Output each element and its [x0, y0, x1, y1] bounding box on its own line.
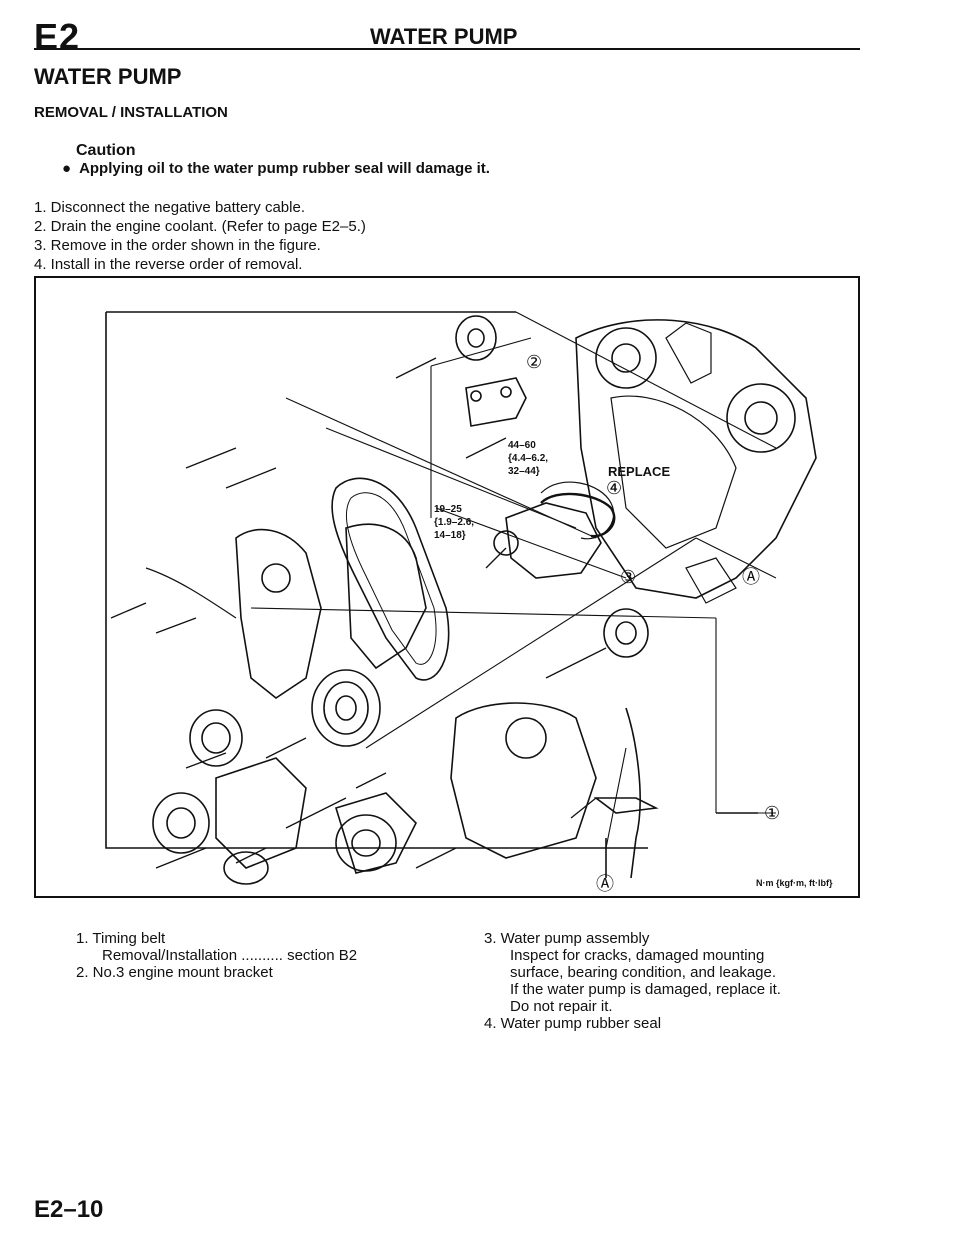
timing-belt-cover-center	[345, 523, 427, 670]
replace-label: REPLACE	[608, 464, 670, 479]
tensioner-pulley	[334, 792, 417, 874]
camshaft-pulley-right	[726, 383, 796, 453]
torque-1-line-3: 32–44}	[508, 466, 540, 477]
idler-pulley-upper	[455, 315, 649, 658]
section-code: E2	[34, 16, 81, 57]
caution-heading: Caution	[76, 142, 136, 159]
torque-2-line-1: 19–25	[434, 504, 462, 515]
step-4: 4. Install in the reverse order of remov…	[34, 256, 303, 273]
timing-belt-cover-left	[235, 528, 322, 699]
callout-3: ③	[620, 567, 636, 587]
procedure-steps: 1. Disconnect the negative battery cable…	[34, 198, 366, 274]
legend-left: 1. Timing belt Removal/Installation ....…	[76, 930, 357, 981]
exploded-view-figure: ① ② ③ ④ Ⓐ Ⓐ REPLACE 44–60 {4.4–6.2, 32–4…	[34, 276, 860, 898]
caution-text: Applying oil to the water pump rubber se…	[79, 160, 490, 177]
legend-right: 3. Water pump assembly Inspect for crack…	[484, 930, 781, 1032]
engine-exploded-diagram: ① ② ③ ④ Ⓐ Ⓐ REPLACE 44–60 {4.4–6.2, 32–4…	[105, 311, 833, 894]
leader-lines	[250, 311, 777, 849]
legend-item-3-line-2: surface, bearing condition, and leakage.	[510, 964, 777, 981]
page-title: WATER PUMP	[34, 64, 182, 89]
wiring-harness	[145, 567, 237, 619]
caution-item: ● Applying oil to the water pump rubber …	[62, 160, 490, 177]
callout-4: ④	[606, 478, 622, 498]
callout-1: ①	[764, 803, 780, 823]
step-2: 2. Drain the engine coolant. (Refer to p…	[34, 218, 366, 235]
bullet-icon: ●	[62, 160, 72, 177]
camshaft-pulley-left	[595, 327, 657, 389]
timing-belt-cover-right	[450, 702, 597, 859]
legend-item-3-line-4: Do not repair it.	[510, 998, 613, 1015]
page-number: E2–10	[34, 1196, 104, 1223]
legend-item-1-sub: Removal/Installation .......... section …	[102, 947, 358, 964]
engine-mount-bracket	[465, 377, 527, 427]
torque-2-line-3: 14–18}	[434, 530, 466, 541]
legend-item-4: 4. Water pump rubber seal	[484, 1015, 662, 1032]
legend-item-1: 1. Timing belt	[76, 930, 166, 947]
procedure-subtitle: REMOVAL / INSTALLATION	[34, 104, 228, 121]
torque-1-line-1: 44–60	[508, 440, 536, 451]
callout-2: ②	[526, 352, 542, 372]
timing-belt	[331, 477, 450, 681]
legend-item-2: 2. No.3 engine mount bracket	[76, 964, 273, 981]
units-label: N·m {kgf·m, ft·lbf}	[756, 878, 833, 888]
bolts	[110, 357, 607, 869]
step-3: 3. Remove in the order shown in the figu…	[34, 237, 321, 254]
torque-1-line-2: {4.4–6.2,	[508, 453, 548, 464]
torque-2-line-2: {1.9–2.6,	[434, 517, 474, 528]
header-rule	[34, 48, 860, 50]
dipstick-tube	[593, 707, 659, 879]
idler-pulley	[189, 709, 243, 767]
engine-block	[575, 319, 817, 604]
callout-a-right: Ⓐ	[742, 567, 760, 587]
crankshaft-pulley	[311, 669, 381, 747]
step-1: 1. Disconnect the negative battery cable…	[34, 199, 305, 216]
rubber-seal	[540, 492, 616, 538]
inner-frame	[105, 312, 648, 849]
legend-item-3-line-1: Inspect for cracks, damaged mounting	[510, 947, 765, 964]
callout-a-bottom: Ⓐ	[596, 874, 614, 894]
legend-item-3-line-3: If the water pump is damaged, replace it…	[510, 981, 781, 998]
power-steering-pump	[152, 757, 307, 885]
header-title: WATER PUMP	[370, 24, 518, 49]
legend-item-3: 3. Water pump assembly	[484, 930, 650, 947]
